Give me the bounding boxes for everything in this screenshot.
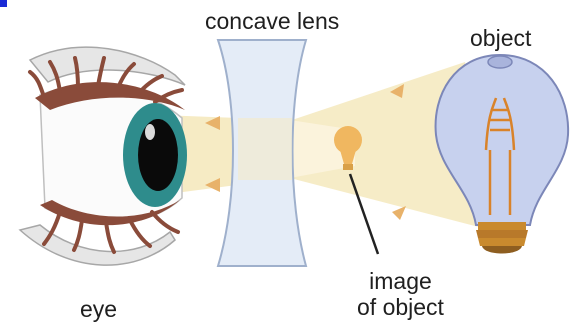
- concave-lens-label: concave lens: [205, 8, 339, 34]
- light-bulb-icon: [436, 55, 569, 254]
- eye-icon: [20, 47, 187, 265]
- eye-label: eye: [80, 296, 117, 322]
- image-of-object-label: image of object: [357, 268, 444, 320]
- image-label-line2: of object: [357, 294, 444, 320]
- image-label-line1: image: [357, 268, 444, 294]
- object-label: object: [470, 25, 531, 51]
